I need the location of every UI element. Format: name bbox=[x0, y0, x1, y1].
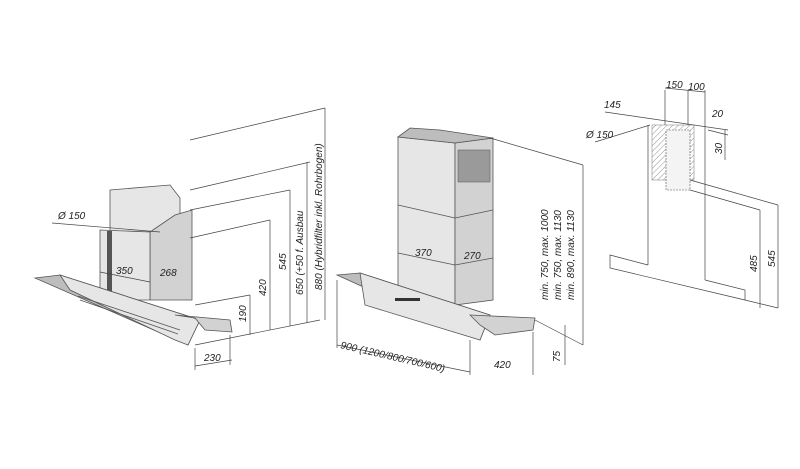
left-hood-view: Ø 150 350 268 190 420 545 650 (+50 f. Au… bbox=[33, 107, 326, 370]
left-chimney-edge bbox=[107, 231, 112, 301]
dim-100-label: 100 bbox=[688, 82, 705, 93]
right-wall-mount-view: 150 100 145 Ø 150 20 30 485 545 bbox=[585, 80, 779, 309]
dim-20-label: 20 bbox=[711, 109, 724, 120]
left-depth-label: 268 bbox=[159, 268, 177, 279]
left-hood-underside bbox=[59, 274, 201, 346]
height-range-3-label: min. 890, max. 1130 bbox=[566, 210, 577, 300]
left-chimney-front bbox=[99, 229, 151, 301]
left-duct-diameter-label: Ø 150 bbox=[57, 211, 86, 222]
hood-height-label: 75 bbox=[552, 350, 563, 362]
dim-150-label: 150 bbox=[666, 80, 683, 91]
height-range-2-label: min. 750, max. 1130 bbox=[553, 210, 564, 300]
middle-hood-underside bbox=[359, 272, 491, 341]
hood-control-strip bbox=[395, 298, 420, 301]
height-range-1-label: min. 750, max. 1000 bbox=[540, 209, 551, 300]
hood-outline bbox=[609, 254, 746, 301]
dim-485-label: 485 bbox=[749, 255, 760, 272]
middle-hood-end bbox=[468, 314, 536, 336]
dim-145-label: 145 bbox=[604, 100, 621, 111]
left-height-880-label: 880 (Hybridfilter inkl. Rohrbogen) bbox=[314, 143, 325, 290]
dim-30-label: 30 bbox=[714, 142, 725, 154]
chimney-front bbox=[397, 136, 456, 306]
left-height-190-label: 190 bbox=[238, 305, 249, 322]
filter-grid bbox=[665, 129, 691, 191]
right-duct-diameter-label: Ø 150 bbox=[585, 130, 614, 141]
left-height-420-label: 420 bbox=[258, 279, 269, 296]
dim-545-label: 545 bbox=[767, 250, 778, 267]
chimney-top bbox=[396, 127, 494, 144]
left-depth-230-label: 230 bbox=[203, 353, 221, 364]
chimney-width-label: 370 bbox=[415, 248, 432, 259]
hood-depth-label: 420 bbox=[494, 360, 511, 371]
hood-width-label: 900 (1200/800/700/600) bbox=[339, 340, 446, 375]
middle-hood-view: 370 270 min. 750, max. 1000 min. 750, ma… bbox=[335, 127, 584, 375]
chimney-vent-grille bbox=[457, 149, 491, 183]
left-height-545-label: 545 bbox=[278, 253, 289, 270]
left-width-label: 350 bbox=[116, 266, 133, 277]
chimney-depth-label: 270 bbox=[463, 251, 481, 262]
left-hood-end bbox=[174, 314, 233, 333]
left-height-650-label: 650 (+50 f. Ausbau bbox=[295, 210, 306, 295]
